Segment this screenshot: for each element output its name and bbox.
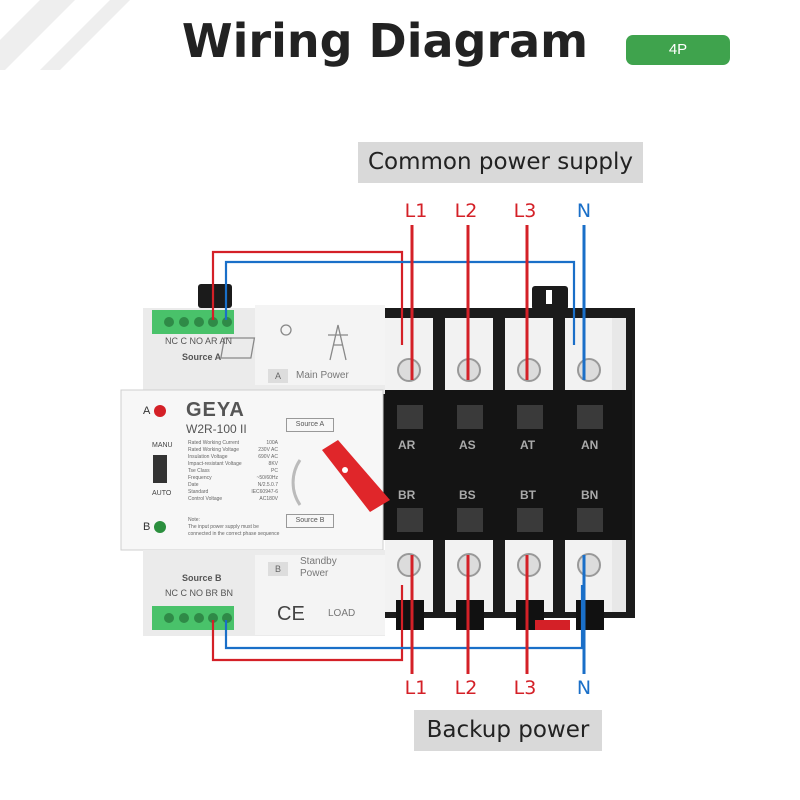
red-handle [322,440,390,512]
spec-key: Date [188,482,199,488]
spec-key: Standard [188,489,209,495]
standby-tag: B [268,562,288,576]
phase-bt: BT [520,488,536,502]
led-a [154,405,166,417]
spec-key: Control Voltage [188,496,223,502]
spec-key: Insulation Voltage [188,454,228,460]
corner-stripes [0,0,130,70]
mode-manu-label: MANU [152,442,173,449]
standby-label-2: Power [300,568,329,579]
top-terminal-l3: L3 [513,200,537,222]
note-title: Note: [188,517,200,523]
source-a-label: Source A [182,352,222,362]
spec-value: ~50/60Hz [256,475,278,481]
mode-switch [153,455,167,483]
bottom-terminal-l1: L1 [404,677,428,699]
spec-key: Rated Working Voltage [188,447,240,453]
spec-key: Tse Class [188,468,210,474]
load-label: LOAD [328,608,356,619]
bottom-terminal-codes: NC C NO BR BN [165,588,234,598]
spec-key: Frequency [188,475,212,481]
model-label: W2R-100 II [186,422,247,436]
pylon-icon [328,324,348,361]
spec-value: AC180V [259,496,278,502]
pole-badge: 4P [626,35,730,65]
spec-row: Control Voltage AC180V [188,496,278,503]
standby-label-1: Standby [300,556,337,567]
source-b-label: Source B [182,573,222,583]
mode-auto-label: AUTO [152,490,172,497]
spec-value: PC [271,468,278,474]
phase-at: AT [520,438,536,452]
phase-bn: BN [581,488,599,502]
spec-value: 100A [266,440,278,446]
note-line-2: connected in the correct phase sequence [188,531,280,537]
phase-bs: BS [459,488,476,502]
spec-row: Frequency ~50/60Hz [188,475,278,482]
phase-ar: AR [398,438,416,452]
spec-key: Impact-resistant Voltage [188,461,242,467]
svg-text:CE: CE [277,603,305,625]
phase-br: BR [398,488,416,502]
spec-row: Standard IEC60947-6 [188,489,278,496]
top-terminal-codes: NC C NO AR AN [165,336,233,346]
spec-value: 690V AC [258,454,278,460]
common-power-supply-label: Common power supply [358,142,643,183]
indicator-b-label: B [143,521,151,533]
spec-row: Date N/2.5.0.7 [188,482,278,489]
top-terminal-l1: L1 [404,200,428,222]
main-power-tag: A [268,369,288,383]
spec-row: Impact-resistant Voltage 8KV [188,461,278,468]
bottom-terminal-l3: L3 [513,677,537,699]
solar-panel-icon [220,324,292,359]
spec-row: Insulation Voltage 690V AC [188,454,278,461]
led-b [154,521,166,533]
backup-power-label: Backup power [414,710,602,751]
page-title: Wiring Diagram [181,14,589,68]
source-b-button[interactable]: Source B [286,514,334,528]
top-terminal-l2: L2 [454,200,478,222]
spec-row: Rated Working Current 100A [188,440,278,447]
bottom-terminal-l2: L2 [454,677,478,699]
spec-value: 8KV [268,461,278,467]
main-power-label: Main Power [296,370,349,381]
spec-row: Tse Class PC [188,468,278,475]
spec-value: IEC60947-6 [251,489,278,495]
spec-value: N/2.5.0.7 [257,482,278,488]
spec-row: Rated Working Voltage 230V AC [188,447,278,454]
brand-logo: GEYA [186,399,245,421]
spec-value: 230V AC [258,447,278,453]
phase-as: AS [459,438,476,452]
top-terminal-n: N [576,200,592,222]
note-line-1: The input power supply must be [188,524,259,530]
bottom-terminal-n: N [576,677,592,699]
spec-key: Rated Working Current [188,440,240,446]
source-a-button[interactable]: Source A [286,418,334,432]
phase-an: AN [581,438,599,452]
indicator-a-label: A [143,405,151,417]
